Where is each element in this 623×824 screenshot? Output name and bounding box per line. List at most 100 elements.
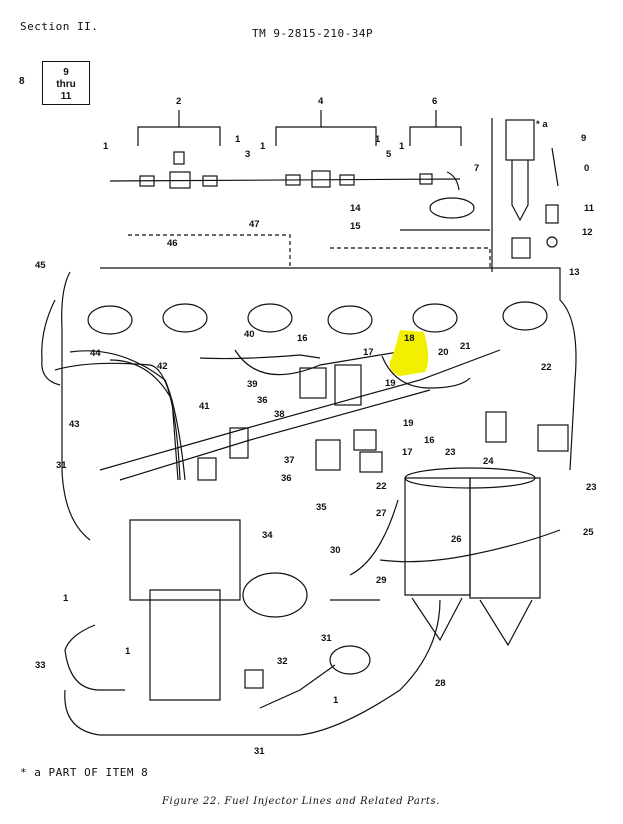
clamp xyxy=(485,411,507,443)
engine-outline xyxy=(100,267,577,471)
injector-line xyxy=(234,349,411,376)
callout-2: 2 xyxy=(176,96,181,107)
injector-line xyxy=(69,350,186,481)
callout-28: 28 xyxy=(435,678,446,689)
spring xyxy=(545,204,559,224)
callout-31: 31 xyxy=(56,460,67,471)
callout-34: 34 xyxy=(262,530,273,541)
callout-labels: 1 2 1 3 1 4 1 5 1 6 7 * a 9 0 11 12 13 1… xyxy=(35,96,597,757)
callout-5: 5 xyxy=(386,149,392,160)
callout-46: 46 xyxy=(167,238,178,249)
callout-1: 1 xyxy=(103,141,109,152)
filter-bowl xyxy=(479,599,533,647)
fuel-line xyxy=(259,664,336,709)
callout-6: 6 xyxy=(432,96,437,107)
callout-12: 12 xyxy=(582,227,593,238)
callout-42: 42 xyxy=(157,361,168,372)
injector-line xyxy=(381,355,471,389)
fuel-line-top xyxy=(109,178,461,182)
callout-1: 1 xyxy=(235,134,241,145)
valve-cover-outline xyxy=(128,234,291,268)
callout-7: 7 xyxy=(474,163,479,174)
fuel-line xyxy=(64,599,441,736)
callout-36: 36 xyxy=(257,395,268,406)
fuel-line xyxy=(64,624,125,691)
callout-0: 0 xyxy=(584,163,589,174)
callout-17: 17 xyxy=(402,447,413,458)
tee-fitting xyxy=(311,170,331,188)
injector-boss xyxy=(247,303,293,333)
fitting xyxy=(339,174,355,186)
callout-1: 1 xyxy=(333,695,339,706)
reference-box-line: thru xyxy=(56,79,76,90)
callout-16: 16 xyxy=(297,333,308,344)
injector-line xyxy=(54,362,181,481)
injector-line xyxy=(99,349,501,471)
callout-20: 20 xyxy=(438,347,449,358)
callout-43: 43 xyxy=(69,419,80,430)
clamp xyxy=(353,429,377,451)
callout-31: 31 xyxy=(254,746,265,757)
clamp xyxy=(229,427,249,459)
injector-boss xyxy=(327,305,373,335)
reference-box: 9 thru 11 xyxy=(42,61,90,105)
callout-9: 9 xyxy=(581,133,586,144)
priming-pump xyxy=(329,645,371,675)
callout-39: 39 xyxy=(247,379,258,390)
fuel-line xyxy=(349,499,399,576)
footnote: * a PART OF ITEM 8 xyxy=(20,766,149,779)
group-bracket-4 xyxy=(275,126,377,146)
callout-19: 19 xyxy=(403,418,414,429)
pump-housing xyxy=(149,589,221,701)
callout-27: 27 xyxy=(376,508,387,519)
callout-22: 22 xyxy=(541,362,552,373)
callout-41: 41 xyxy=(199,401,210,412)
valve-cover-outline xyxy=(330,247,491,268)
callout-star-a: * a xyxy=(536,119,548,130)
callout-37: 37 xyxy=(284,455,295,466)
injector-line xyxy=(199,354,321,360)
injector-nozzle xyxy=(511,160,529,222)
injector-boss xyxy=(502,301,548,331)
callout-45: 45 xyxy=(35,260,46,271)
elbow-fitting xyxy=(446,171,460,191)
callout-15: 15 xyxy=(350,221,361,232)
callout-3: 3 xyxy=(245,149,250,160)
figure-caption: Figure 22. Fuel Injector Lines and Relat… xyxy=(162,796,440,807)
callout-18: 18 xyxy=(404,333,415,344)
clamp xyxy=(197,457,217,481)
callout-17: 17 xyxy=(363,347,374,358)
reference-box-line: 11 xyxy=(60,91,72,102)
callout-1: 1 xyxy=(260,141,266,152)
group-bracket-2 xyxy=(137,126,221,146)
pump-cover xyxy=(242,572,308,618)
filter-bowl xyxy=(411,597,463,642)
callout-31: 31 xyxy=(321,633,332,644)
fitting-cap xyxy=(173,151,185,165)
washer xyxy=(546,236,558,248)
fitting xyxy=(139,175,155,187)
callout-1: 1 xyxy=(63,593,69,604)
callout-24: 24 xyxy=(483,456,494,467)
callout-35: 35 xyxy=(316,502,327,513)
callout-1: 1 xyxy=(125,646,131,657)
section-label: Section II. xyxy=(20,20,99,33)
callout-29: 29 xyxy=(376,575,387,586)
callout-19: 19 xyxy=(385,378,396,389)
engine-outline xyxy=(61,271,91,541)
callout-47: 47 xyxy=(249,219,260,230)
fuel-pump xyxy=(129,519,241,601)
callout-11: 11 xyxy=(584,203,595,214)
callout-44: 44 xyxy=(90,348,101,359)
callout-21: 21 xyxy=(460,341,471,352)
filter-head xyxy=(404,467,536,489)
injector-boss xyxy=(162,303,208,333)
clamp xyxy=(334,364,362,406)
fuel-line xyxy=(379,529,561,563)
callout-4: 4 xyxy=(318,96,324,107)
clamp xyxy=(299,367,327,399)
callout-33: 33 xyxy=(35,660,46,671)
callout-1: 1 xyxy=(375,134,381,145)
callout-16: 16 xyxy=(424,435,435,446)
